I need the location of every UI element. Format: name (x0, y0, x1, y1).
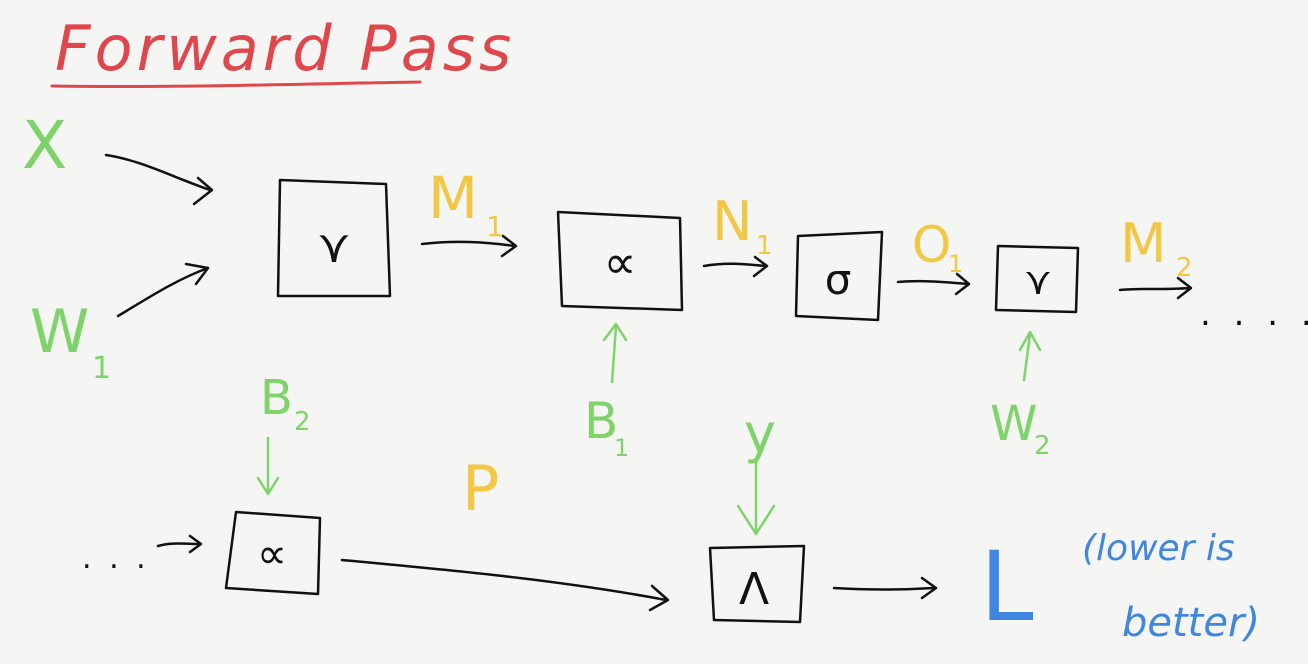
intermediate-n1-subscript: 1 (756, 231, 773, 261)
sigmoid-symbol: σ (825, 255, 852, 304)
continuation-left: . . . (82, 541, 150, 576)
input-b2-subscript: 2 (294, 407, 311, 437)
add-bias-operator-box: ∝ (556, 210, 684, 312)
input-b2-label: B (260, 370, 293, 426)
matmul2-symbol: ⋎ (1024, 259, 1052, 303)
title-underline (50, 80, 422, 89)
loss-label: L (980, 531, 1033, 643)
input-w2-subscript: 2 (1034, 431, 1051, 461)
arrow-loss-op-to-l (832, 576, 938, 600)
input-w1-subscript: 1 (92, 351, 111, 386)
intermediate-o1-subscript: 1 (948, 250, 963, 278)
add2-operator-box: ∝ (224, 510, 322, 596)
intermediate-m1-label: M (428, 164, 478, 232)
intermediate-m1-subscript: 1 (486, 210, 504, 243)
sigmoid-operator-box: σ (794, 230, 884, 322)
arrow-matmul2-out (1118, 276, 1193, 300)
input-x-label: X (22, 107, 67, 184)
input-b1-label: B (584, 392, 618, 450)
intermediate-o1-label: O (912, 216, 951, 274)
input-y-label: y (744, 402, 776, 465)
intermediate-m2-label: M (1120, 212, 1167, 275)
input-w1-label: W (30, 297, 89, 367)
loss-op-symbol: Λ (739, 564, 769, 615)
arrow-w2-to-matmul2 (1018, 330, 1042, 382)
matmul-operator-box: ⋎ (276, 178, 392, 298)
add-symbol: ∝ (604, 235, 637, 289)
arrow-add-to-sigmoid (702, 255, 769, 278)
add2-symbol: ∝ (257, 529, 287, 578)
arrow-b2-to-add2 (256, 436, 280, 496)
matmul-symbol: ⋎ (317, 219, 351, 273)
arrow-b1-to-add (602, 322, 628, 384)
loss-note-line2: better) (1122, 600, 1260, 646)
arrow-add2-to-loss (340, 558, 670, 612)
arrow-matmul-to-add (420, 234, 518, 258)
loss-operator-box: Λ (708, 544, 806, 624)
arrow-x-to-matmul (104, 153, 214, 206)
arrow-sigmoid-to-matmul2 (896, 272, 971, 296)
input-b1-subscript: 1 (614, 434, 629, 462)
diagram-title: Forward Pass (55, 12, 515, 85)
arrow-w1-to-matmul (116, 262, 210, 318)
arrow-left-into-add2 (156, 534, 203, 554)
intermediate-m2-subscript: 2 (1176, 253, 1193, 283)
continuation-right: . . . . (1200, 294, 1308, 334)
intermediate-p-label: P (462, 452, 499, 525)
arrow-y-to-loss (736, 460, 776, 536)
intermediate-n1-label: N (712, 190, 752, 253)
input-w2-label: W (990, 396, 1037, 452)
loss-note-line1: (lower is (1082, 528, 1235, 569)
matmul2-operator-box: ⋎ (994, 244, 1080, 314)
